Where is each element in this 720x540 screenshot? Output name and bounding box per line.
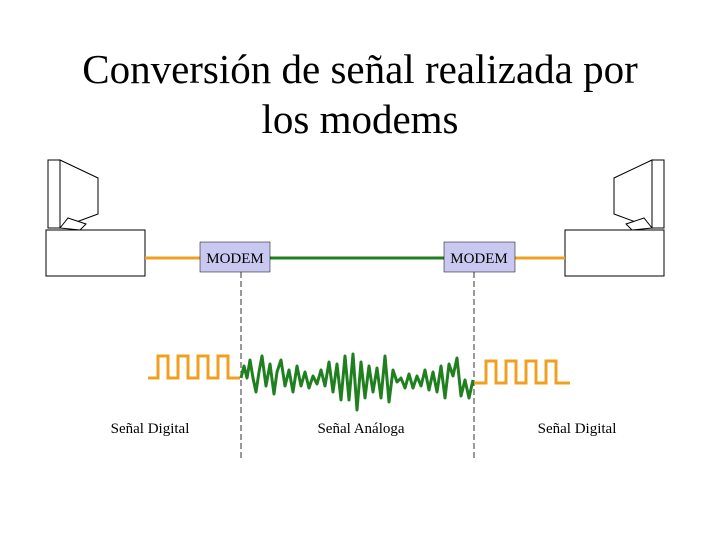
analog-wave — [239, 352, 475, 412]
left-digital-wave — [148, 354, 240, 380]
title-line-2: los modems — [261, 96, 459, 142]
slide-title: Conversión de señal realizada por los mo… — [0, 44, 720, 144]
left-modem-label: MODEM — [206, 251, 264, 267]
title-line-1: Conversión de señal realizada por — [82, 46, 638, 92]
right-modem-label: MODEM — [450, 251, 508, 267]
right-modem: MODEM — [443, 241, 516, 273]
left-modem: MODEM — [199, 241, 271, 273]
right-digital-wave — [474, 359, 570, 385]
left-computer-icon — [45, 159, 146, 277]
left-signal-label: Señal Digital — [111, 421, 190, 437]
right-computer-icon — [564, 159, 665, 277]
right-signal-label: Señal Digital — [538, 421, 617, 437]
center-signal-label: Señal Análoga — [317, 421, 404, 437]
